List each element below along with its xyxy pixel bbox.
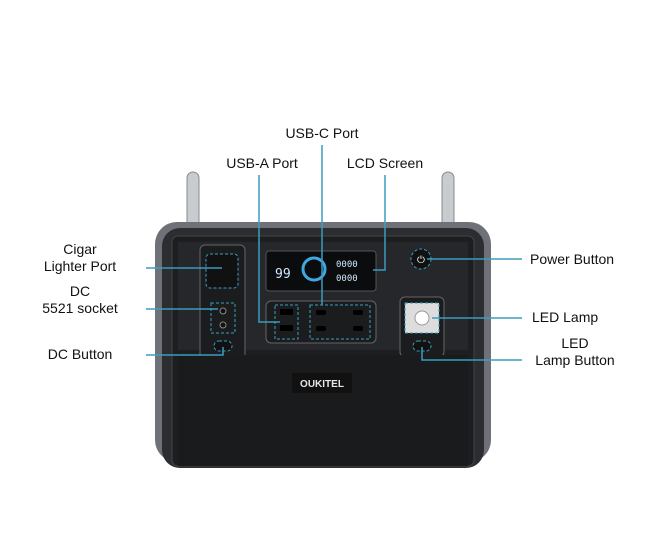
label-lcd-screen: LCD Screen <box>346 155 424 171</box>
lcd-input: 0000 <box>336 260 358 270</box>
cigar-lighter-port <box>205 253 239 289</box>
dc-5521-socket <box>210 302 236 334</box>
lcd-screen <box>265 250 377 292</box>
label-usb-c-port: USB-C Port <box>285 125 359 141</box>
svg-text:⏻: ⏻ <box>417 255 425 266</box>
usb-c-ports <box>309 304 371 340</box>
lcd-battery: 99 <box>275 267 291 282</box>
label-dc-button: DC Button <box>47 346 113 362</box>
lcd-output: 0000 <box>336 274 358 284</box>
label-power-button: Power Button <box>530 251 615 267</box>
label-usb-a-port: USB-A Port <box>226 155 298 171</box>
brand-logo: OUKITEL <box>300 379 344 390</box>
label-led-lamp: LED Lamp <box>532 309 599 325</box>
handles <box>186 171 455 233</box>
leader-lines <box>146 145 522 361</box>
